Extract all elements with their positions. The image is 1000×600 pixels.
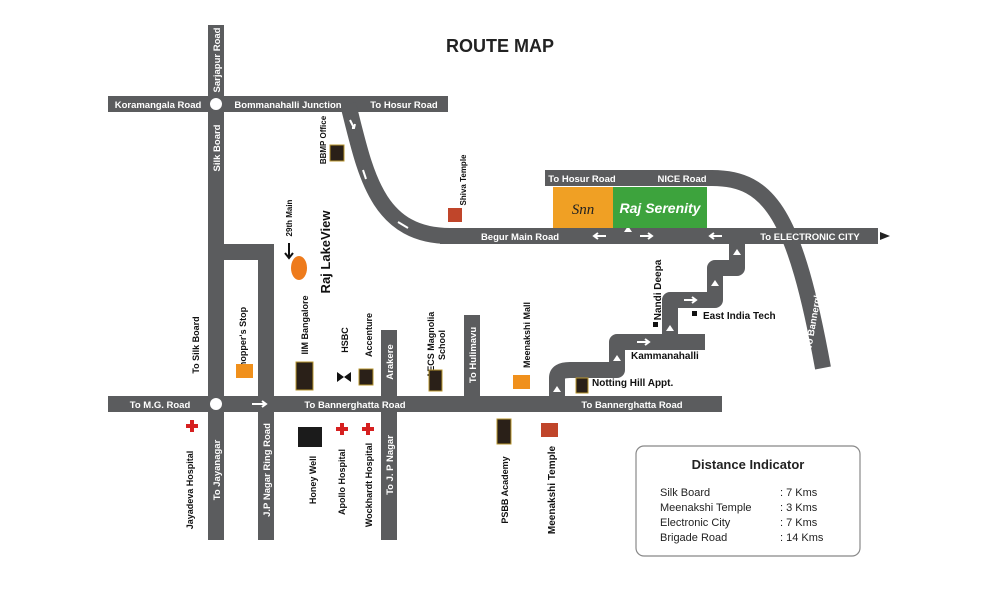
label-meenakshi-temple: Meenakshi Temple xyxy=(547,445,558,534)
raj-serenity-block xyxy=(613,187,707,228)
label-aecs-school: School xyxy=(437,330,447,360)
shopping-bag-icon xyxy=(513,375,530,389)
iim-icon xyxy=(295,361,314,391)
distance-value: : 7 Kms xyxy=(780,487,818,499)
distance-place: Meenakshi Temple xyxy=(660,502,752,514)
distance-value: : 7 Kms xyxy=(780,517,818,529)
label-koramangala-road: Koramangala Road xyxy=(115,100,202,111)
distance-place: Electronic City xyxy=(660,517,731,529)
psbb-icon xyxy=(496,418,512,445)
label-hsbc: HSBC xyxy=(340,327,350,353)
temple-icon xyxy=(541,423,558,437)
label-jp-nagar-ring-road: J.P Nagar Ring Road xyxy=(262,423,273,517)
label-aecs-magnolia: AECS Magnolia xyxy=(426,311,436,379)
label-to-jp-nagar: To J. P Nagar xyxy=(385,435,396,495)
hospital-icon xyxy=(362,423,374,435)
label-to-electronic-city: To ELECTRONIC CITY xyxy=(760,232,860,243)
school-icon xyxy=(428,369,443,392)
label-accenture: Accenture xyxy=(364,313,374,357)
label-nice-road: NICE Road xyxy=(657,174,706,185)
label-silk-board: Silk Board xyxy=(212,124,223,171)
bbmp-office-icon xyxy=(329,144,345,162)
label-honeywell: Honey Well xyxy=(308,456,318,504)
label-apollo-hospital: Apollo Hospital xyxy=(337,449,347,515)
label-to-silk-board: To Silk Board xyxy=(191,316,201,373)
nice-road xyxy=(545,170,831,370)
label-psbb-academy: PSBB Academy xyxy=(500,456,510,523)
marker-icon xyxy=(653,322,658,327)
label-begur-main-road: Begur Main Road xyxy=(481,232,559,243)
distance-place: Silk Board xyxy=(660,487,710,499)
label-kammanahalli: Kammanahalli xyxy=(631,351,699,362)
label-bommanahalli-junction: Bommanahalli Junction xyxy=(234,100,341,111)
label-shiva-temple: Shiva Temple xyxy=(459,154,468,206)
label-bbmp-office: BBMP Office xyxy=(319,115,328,164)
label-nandi-deepa: Nandi Deepa xyxy=(653,259,664,320)
distance-title: Distance Indicator xyxy=(692,457,805,472)
label-to-bannerghatta-road: To Bannerghatta Road xyxy=(581,400,682,411)
raj-lakeview-marker xyxy=(291,256,307,280)
label-to-mg-road: To M.G. Road xyxy=(130,400,191,411)
shopping-bag-icon xyxy=(236,364,253,378)
hospital-icon xyxy=(336,423,348,435)
honeywell-icon xyxy=(298,427,322,447)
distance-indicator: Distance Indicator Silk Board : 7 Kms Me… xyxy=(635,445,861,557)
distance-value: : 3 Kms xyxy=(780,502,818,514)
label-east-india-tech: East India Tech xyxy=(703,311,776,322)
sann-logo: Snn xyxy=(572,202,595,218)
label-wockhardt-hospital: Wockhardt Hospital xyxy=(364,443,374,527)
temple-icon xyxy=(448,208,462,222)
shoppers-loop-road xyxy=(216,244,274,540)
label-to-bannerghatta-road: To Bannerghatta Road xyxy=(304,400,405,411)
junction-marker xyxy=(210,98,222,110)
arrow-right-icon xyxy=(880,232,890,240)
accenture-icon xyxy=(358,368,374,386)
building-icon xyxy=(575,377,589,394)
distance-place: Brigade Road xyxy=(660,532,727,544)
label-meenakshi-mall: Meenakshi Mall xyxy=(522,302,532,368)
arrow-down-icon xyxy=(284,243,294,260)
label-sarjapur-road: Sarjapur Road xyxy=(212,27,223,92)
label-jayadeva-hospital: Jayadeva Hospital xyxy=(185,451,195,530)
marker-icon xyxy=(692,311,697,316)
label-notting-hill: Notting Hill Appt. xyxy=(592,378,673,389)
label-raj-lakeview: Raj LakeView xyxy=(318,210,333,294)
label-to-hosur-road: To Hosur Road xyxy=(370,100,438,111)
direction-arrows xyxy=(252,119,741,408)
label-arakere: Arakere xyxy=(385,344,396,379)
map-title: ROUTE MAP xyxy=(446,36,554,56)
junction-marker xyxy=(210,398,222,410)
label-iim-bangalore: IIM Bangalore xyxy=(300,295,310,354)
label-to-jayanagar: To Jayanagar xyxy=(212,439,223,500)
label-raj-serenity: Raj Serenity xyxy=(620,200,702,216)
distance-value: : 14 Kms xyxy=(780,532,824,544)
hospital-icon xyxy=(186,420,198,432)
label-to-hosur-road-nice: To Hosur Road xyxy=(548,174,616,185)
hsbc-logo-icon xyxy=(337,372,351,382)
label-shoppers-stop: Shopper's Stop xyxy=(238,306,248,373)
label-29th-main: 29th Main xyxy=(285,199,294,236)
sann-block xyxy=(553,187,613,228)
label-to-hulimavu: To Hulimavu xyxy=(468,327,479,383)
